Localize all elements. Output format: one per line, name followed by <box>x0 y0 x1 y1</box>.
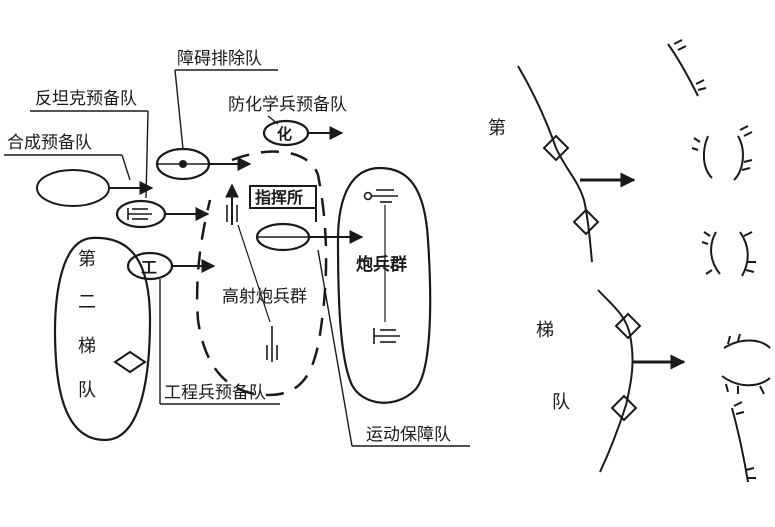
second-echelon-char-3: 梯 <box>78 336 96 357</box>
enemy-position-2 <box>691 125 753 181</box>
enemy-position-1 <box>667 39 707 97</box>
second-echelon-char-2: 二 <box>78 292 96 313</box>
aa-gun-symbol-lower <box>266 326 278 362</box>
antitank-symbol <box>127 208 152 220</box>
first-echelon-diamond-4 <box>610 394 638 422</box>
first-echelon-frontline-upper <box>517 65 593 263</box>
enemy-position-3 <box>701 231 756 277</box>
chem-reserve-label: 防化学兵预备队 <box>228 95 347 115</box>
aa-gun-symbol-upper <box>226 195 238 225</box>
main-dashed-boundary <box>195 150 328 397</box>
artillery-symbol-top <box>363 189 398 203</box>
artillery-group-label: 炮兵群 <box>356 254 407 275</box>
aa-artillery-group-label: 高射炮兵群 <box>222 287 307 307</box>
first-echelon-diamond-2 <box>572 208 600 236</box>
second-echelon-boundary <box>53 236 152 442</box>
enemy-position-4 <box>721 333 771 395</box>
second-echelon-unit-diamond <box>113 350 147 374</box>
obstacle-removal-label: 障碍排除队 <box>177 49 262 69</box>
antitank-reserve-label: 反坦克预备队 <box>35 89 137 109</box>
antitank-reserve-callout-line <box>145 110 149 199</box>
first-echelon-char-2: 梯 <box>536 320 554 341</box>
first-echelon-diamond-1 <box>542 134 570 162</box>
combined-reserve-label: 合成预备队 <box>7 133 92 153</box>
artillery-group-boundary <box>336 166 432 404</box>
artillery-symbol-bottom <box>373 328 400 344</box>
first-echelon-char-3: 队 <box>552 392 570 413</box>
combined-reserve-callout-line <box>121 154 131 181</box>
first-echelon-char-1: 第 <box>488 118 506 139</box>
first-echelon-frontline-lower <box>597 289 634 473</box>
antitank-reserve-ellipse <box>115 199 167 229</box>
second-echelon-char-1: 第 <box>78 249 96 270</box>
engineer-reserve-label: 工程兵预备队 <box>164 383 266 403</box>
movement-support-ellipse <box>255 222 311 252</box>
obstacle-removal-dot <box>179 160 187 168</box>
first-echelon-diamond-3 <box>614 312 642 340</box>
aa-artillery-leader-line <box>237 224 271 323</box>
movement-support-label: 运动保障队 <box>366 425 451 445</box>
movement-support-callout-line <box>317 249 353 447</box>
second-echelon-char-4: 队 <box>78 380 96 401</box>
chem-symbol: 化 <box>277 125 292 143</box>
engineer-symbol: 工 <box>141 258 157 277</box>
obstacle-removal-callout-line <box>174 69 184 150</box>
combined-reserve-ellipse <box>36 169 110 207</box>
command-post-label: 指挥所 <box>255 188 303 207</box>
enemy-position-5 <box>731 401 756 483</box>
